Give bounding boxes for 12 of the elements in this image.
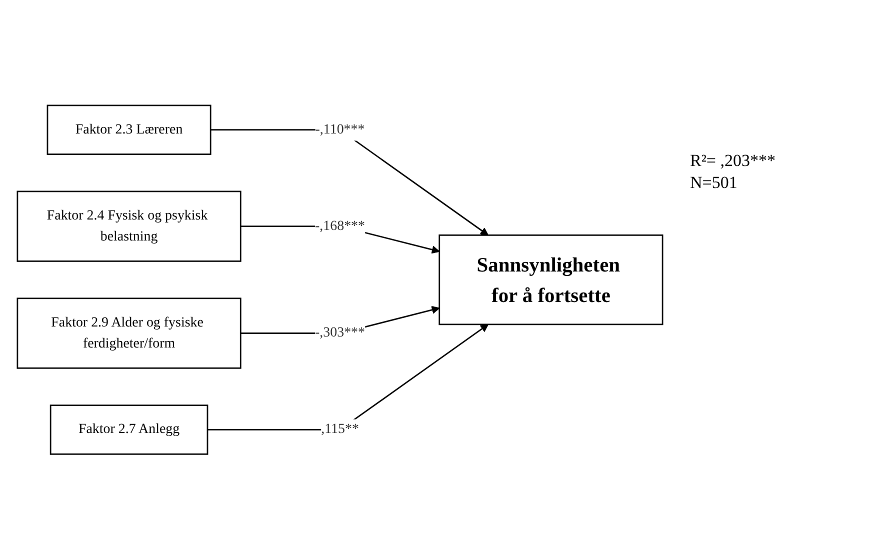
node-box: Faktor 2.4 Fysisk og psykisk belastning (16, 190, 242, 262)
node-box: Sannsynligheten for å fortsette (438, 234, 664, 325)
edge-label: ,115** (321, 422, 359, 437)
statistic-note: R²= ,203*** (690, 150, 776, 172)
arrow (208, 324, 489, 430)
edge-label: -,303*** (315, 325, 365, 340)
node-box: Faktor 2.9 Alder og fysiske ferdigheter/form (16, 297, 242, 369)
node-box: Faktor 2.3 Læreren (46, 104, 212, 155)
statistic-note: N=501 (690, 172, 738, 194)
edge-label: -,110*** (315, 122, 365, 137)
edge-label: -,168*** (315, 218, 365, 234)
node-box: Faktor 2.7 Anlegg (50, 404, 208, 455)
